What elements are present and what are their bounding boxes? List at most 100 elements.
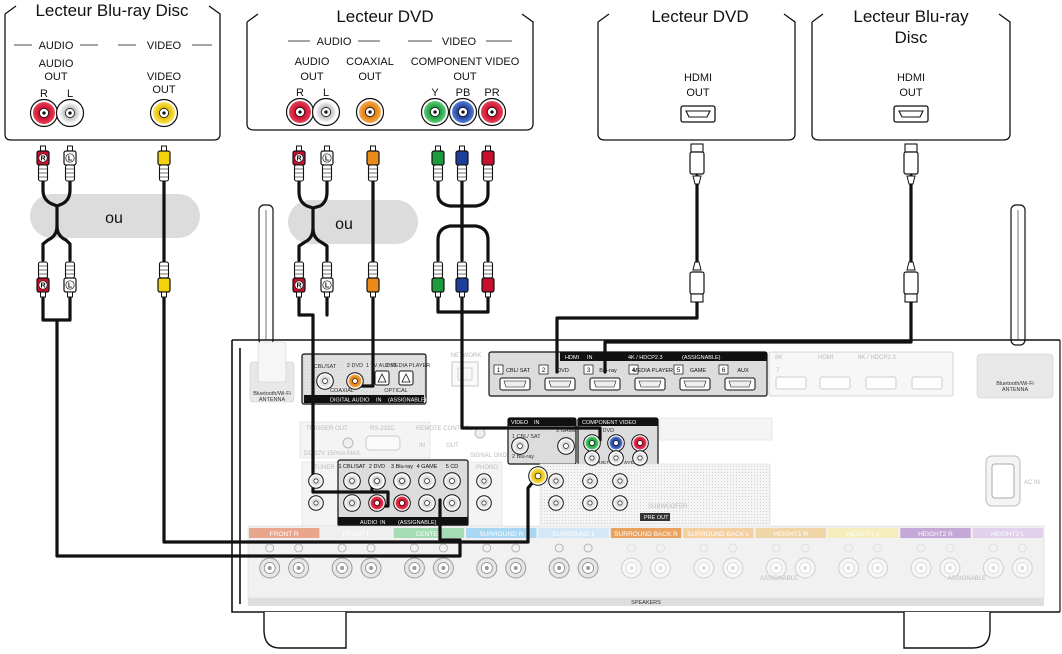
speaker-terminal-group: HEIGHT2 L [972,528,1043,579]
hdmi-input-number: 5 [677,367,681,374]
video-in-title: VIDEO [511,420,529,426]
unused-jack [476,473,492,489]
or-label: ou [335,216,353,233]
audio-in-jack [393,472,411,490]
or-label: ou [105,210,123,227]
component-out-label: COMPONENT VIDEO [411,56,520,68]
rca-plug-red [481,261,495,298]
video-in-jack [511,437,529,455]
coaxial-label: COAXIAL [330,388,354,394]
signal-gnd-label: SIGNAL GND [470,453,507,459]
rca-jack-blue [448,97,478,127]
video-in-jack [557,437,575,455]
unused-jack [308,473,324,489]
rca-jack-white [311,97,341,127]
hdmi-plug [903,261,919,303]
component-in-jack [607,434,625,452]
plug-mark: L [68,283,73,290]
hdmi-in-port [499,377,531,391]
antenna-right [1010,204,1026,346]
in-tag: IN [587,355,593,361]
antenna-label: ANTENNA [259,397,286,403]
cable-segments [41,174,913,270]
hdmi-out-spec: 8K / HDCP2.3 [858,355,896,361]
hdmi-in-title: HDMI [565,355,580,361]
ac-in-label: AC IN [1024,480,1040,486]
channel-l-label: L [323,87,329,99]
hdmi-cable-bluray [603,298,913,374]
component-pr-label: PR [484,87,499,99]
hdmi-plug [903,143,919,185]
audio-cable-bluray [41,294,462,558]
audio-in-label: 1 CBL/SAT [338,464,366,470]
video-out-label: VIDEO [147,71,182,83]
device-title: Disc [894,28,928,47]
hdmi-spec: 4K / HDCP2.3 [628,355,663,361]
audio-out-label: OUT [44,71,68,83]
digital-in-label: 2 MEDIA PLAYER [386,363,431,369]
network-port [451,361,479,387]
speaker-terminal-group: SURROUND R [466,528,537,579]
channel-r-label: R [40,88,48,100]
digital-in-label: 2 DVD [347,363,363,369]
audio-in-label: 4 GAME [417,464,438,470]
hdmi-input-number: 2 [542,367,546,374]
hdmi-input-label: DVD [557,368,569,374]
in-tag: IN [534,420,540,426]
rca-plug-blue [455,261,469,298]
audio-in-jack [343,494,361,512]
unused-jack [548,473,564,489]
component-in-jack [584,450,600,466]
hdmi-out-label: OUT [899,87,923,99]
video-in-jack [528,466,548,486]
coaxial-cable-dvd [358,288,375,388]
plug-mark: L [325,283,330,290]
hdmi-in-port [544,377,576,391]
subwoofer-label: SUBWOOFER [648,504,688,510]
hdmi-plug [689,143,705,185]
rca-jack-red [477,97,507,127]
speaker-terminal-group: FRONT L [321,528,392,579]
foot-right [903,612,991,649]
assignable-tag: (ASSIGNABLE) [682,355,721,361]
hdmi-in-port [634,377,666,391]
antenna-label: ANTENNA [1002,387,1029,393]
rca-plug-white: L [63,145,77,182]
antenna-label: Bluetooth/Wi-Fi [996,381,1034,387]
speaker-terminal-group: FRONT R [249,528,320,579]
device-bluray-hdmi: Lecteur Blu-ray Disc HDMI OUT [811,7,1011,141]
speaker-terminal-group: HEIGHT1 R [755,528,826,579]
speaker-group-label: FRONT L [343,531,371,538]
audio-out-label: AUDIO [39,58,74,70]
hdmi-cable-dvd [555,298,699,374]
component-out-label: OUT [453,71,477,83]
video-cable-bluray [162,288,540,544]
audio-out-label: OUT [300,71,324,83]
control-ports: TRIGGER OUT RS-232C REMOTE CONTROL DC 12… [299,421,507,459]
coaxial-in-jack [346,372,364,390]
trigger-out-label: TRIGGER OUT [306,426,348,432]
optical-label: OPTICAL [384,388,408,394]
foot-left [263,612,347,649]
audio-out-label: AUDIO [295,56,330,68]
rca-jack-orange [355,97,385,127]
rca-plug-blue [455,145,469,182]
assignable-tag: (ASSIGNABLE) [398,520,437,526]
antenna-label: Bluetooth/Wi-Fi [253,391,291,397]
rca-plug-red: R [36,261,50,298]
hdmi-out-label: OUT [686,87,710,99]
rca-plug-red: R [36,145,50,182]
video-group-header: VIDEO [442,36,477,48]
coaxial-out-label: OUT [358,71,382,83]
component-in-title: COMPONENT VIDEO [582,420,637,426]
coaxial-out-label: COAXIAL [346,56,394,68]
rca-plug-green [431,261,445,298]
component-y-label: Y [431,87,439,99]
rca-jack-red [29,98,59,128]
rca-plug-white: L [320,261,334,298]
unused-jack [582,473,598,489]
speaker-terminal-group: HEIGHT1 L [827,528,899,579]
device-dvd-hdmi: Lecteur DVD HDMI OUT [597,7,796,141]
